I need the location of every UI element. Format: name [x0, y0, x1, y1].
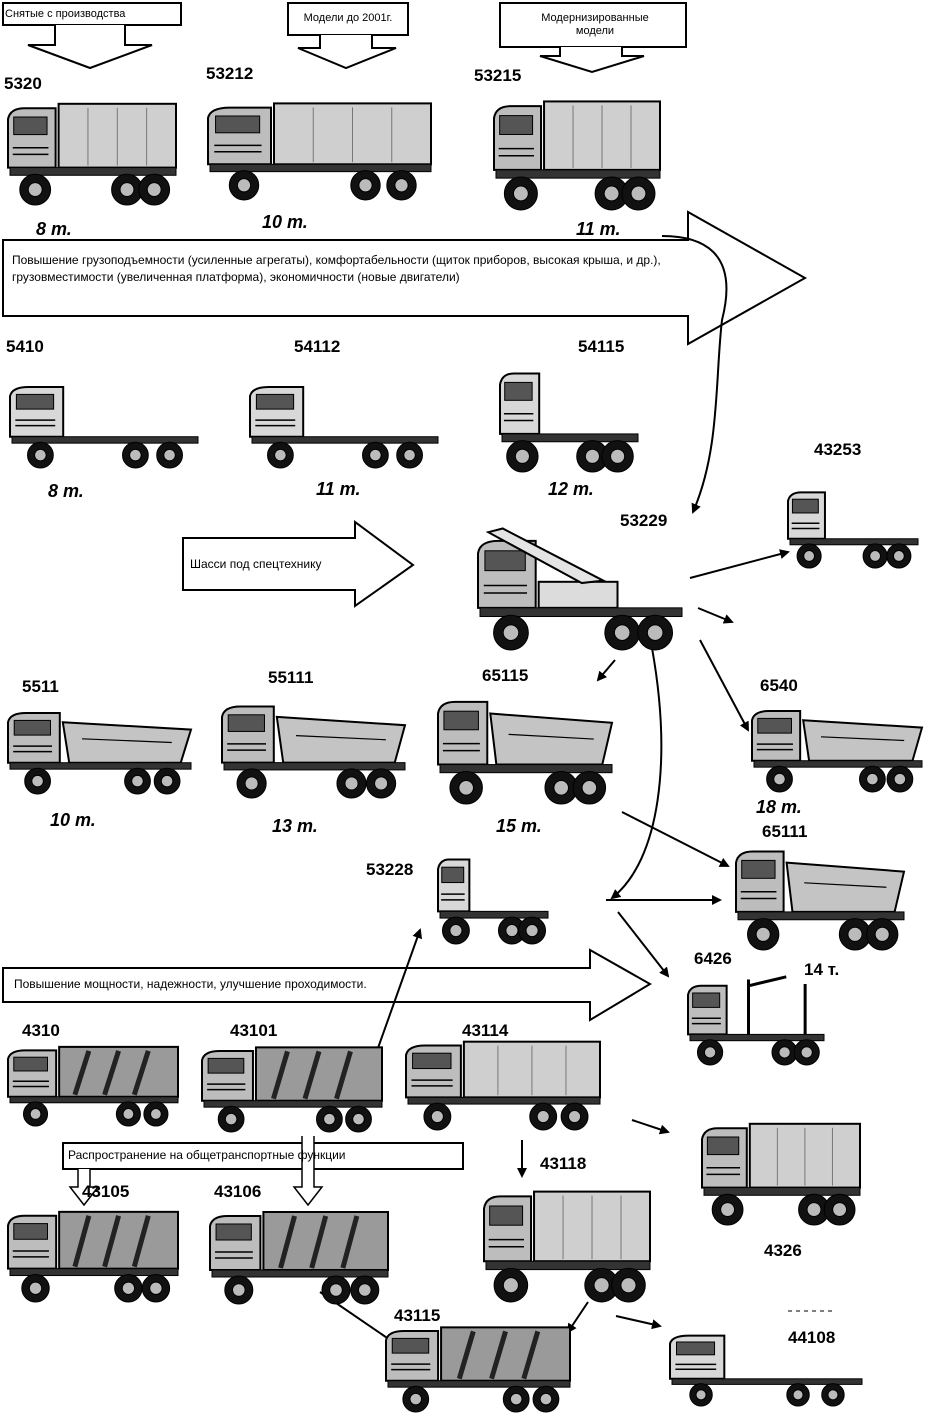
capacity-5410: 8 т.: [48, 481, 84, 501]
truck-53229-image: [477, 527, 683, 651]
model-label-43101: 43101: [230, 1021, 278, 1040]
arrow-53229-to-53228: [610, 647, 663, 900]
truck-5511-image: [7, 712, 193, 795]
header-discontinued: [2, 2, 182, 70]
arrow-53229-right: [697, 607, 734, 624]
model-label-43118: 43118: [540, 1154, 587, 1173]
model-label-5410: 5410: [6, 337, 44, 356]
truck-44108-image: [669, 1334, 863, 1407]
header-pre2001: [287, 2, 409, 70]
truck-53215-image: [493, 100, 661, 211]
truck-5410-image: [9, 386, 199, 469]
vehicle-layer: [7, 100, 924, 1413]
arrow-43118-to-44108: [615, 1315, 662, 1330]
model-label-54115: 54115: [578, 337, 625, 356]
capacity-65115: 15 т.: [496, 816, 542, 836]
arrow-53229-to-65115: [596, 659, 616, 682]
band-arrow-special-chassis: [182, 520, 415, 608]
band-special-chassis-text: Шасси под спецтехнику: [190, 557, 322, 571]
capacity-5511: 10 т.: [50, 810, 96, 830]
truck-53228-image: [437, 858, 549, 945]
capacity-65111: 14 т.: [804, 960, 840, 979]
truck-53212-image: [207, 102, 432, 201]
truck-6426-image: [687, 975, 825, 1066]
model-label-44108: 44108: [788, 1328, 836, 1347]
model-label-65111: 65111: [762, 822, 808, 841]
header-discontinued-text: Снятые с производства: [5, 8, 126, 20]
model-label-5320: 5320: [4, 74, 42, 93]
truck-54112-image: [249, 386, 439, 469]
model-label-6540: 6540: [760, 676, 798, 695]
capacity-53215: 11 т.: [576, 219, 621, 239]
band-arrow-capacity: [2, 210, 808, 346]
model-label-5511: 5511: [22, 677, 59, 696]
capacity-54115: 12 т.: [548, 479, 594, 499]
band-arrow-power: [2, 948, 652, 1022]
capacity-53212: 10 т.: [262, 212, 308, 232]
model-label-55111: 55111: [268, 668, 314, 687]
header-pre2001-text: Модели до 2001г.: [303, 12, 393, 24]
arrow-53215-to-53229: [661, 235, 728, 514]
model-label-4310: 4310: [22, 1021, 60, 1040]
truck-43114-image: [405, 1040, 601, 1131]
arrow-43114-to-4326: [631, 1119, 670, 1135]
arrow-65115-to-65111: [621, 811, 730, 867]
model-label-43114: 43114: [462, 1021, 509, 1040]
band-general-transport-text: Распространение на общетранспортные функ…: [68, 1148, 346, 1162]
model-label-54112: 54112: [294, 337, 341, 356]
model-label-53215: 53215: [474, 66, 522, 85]
model-label-43106: 43106: [214, 1182, 262, 1201]
truck-5320-image: [7, 102, 177, 206]
truck-65111-image: [735, 850, 906, 951]
truck-43118-image: [483, 1190, 651, 1303]
band-capacity-text: Повышение грузоподъемности (усиленные аг…: [12, 253, 661, 284]
truck-4310-image: [7, 1045, 179, 1127]
model-label-43115: 43115: [394, 1306, 441, 1325]
capacity-6540: 18 т.: [756, 797, 802, 817]
band-power-text: Повышение мощности, надежности, улучшени…: [14, 977, 367, 991]
header-modernized: [499, 2, 687, 74]
arrow-53229-to-6540: [699, 639, 749, 732]
model-label-53228: 53228: [366, 860, 414, 879]
truck-43101-image: [201, 1046, 384, 1133]
header-modernized-text: Модернизированные модели: [541, 12, 649, 37]
arrow-43101-to-53228: [377, 928, 423, 1049]
model-label-6426: 6426: [694, 949, 732, 968]
truck-54115-image: [499, 372, 639, 473]
truck-55111-image: [221, 705, 407, 799]
capacity-5320: 8 т.: [36, 219, 72, 239]
model-label-43105: 43105: [82, 1182, 130, 1201]
band-general-transport: [62, 1136, 464, 1207]
truck-4326-image: [701, 1122, 861, 1226]
model-label-65115: 65115: [482, 666, 529, 685]
truck-43105-image: [7, 1210, 179, 1303]
arrow-53228-to-6426: [617, 911, 670, 978]
arrow-53229-to-43253: [689, 549, 790, 579]
truck-43106-image: [209, 1211, 389, 1305]
capacity-54112: 11 т.: [316, 479, 361, 499]
model-label-53212: 53212: [206, 64, 254, 83]
capacity-55111: 13 т.: [272, 816, 318, 836]
truck-6540-image: [751, 710, 924, 793]
truck-43115-image: [385, 1326, 571, 1413]
arrow-43118-to-43115: [566, 1301, 589, 1334]
truck-43253-image: [787, 491, 919, 569]
model-label-4326: 4326: [764, 1241, 802, 1260]
model-label-43253: 43253: [814, 440, 862, 459]
truck-65115-image: [437, 700, 614, 805]
model-label-53229: 53229: [620, 511, 668, 530]
